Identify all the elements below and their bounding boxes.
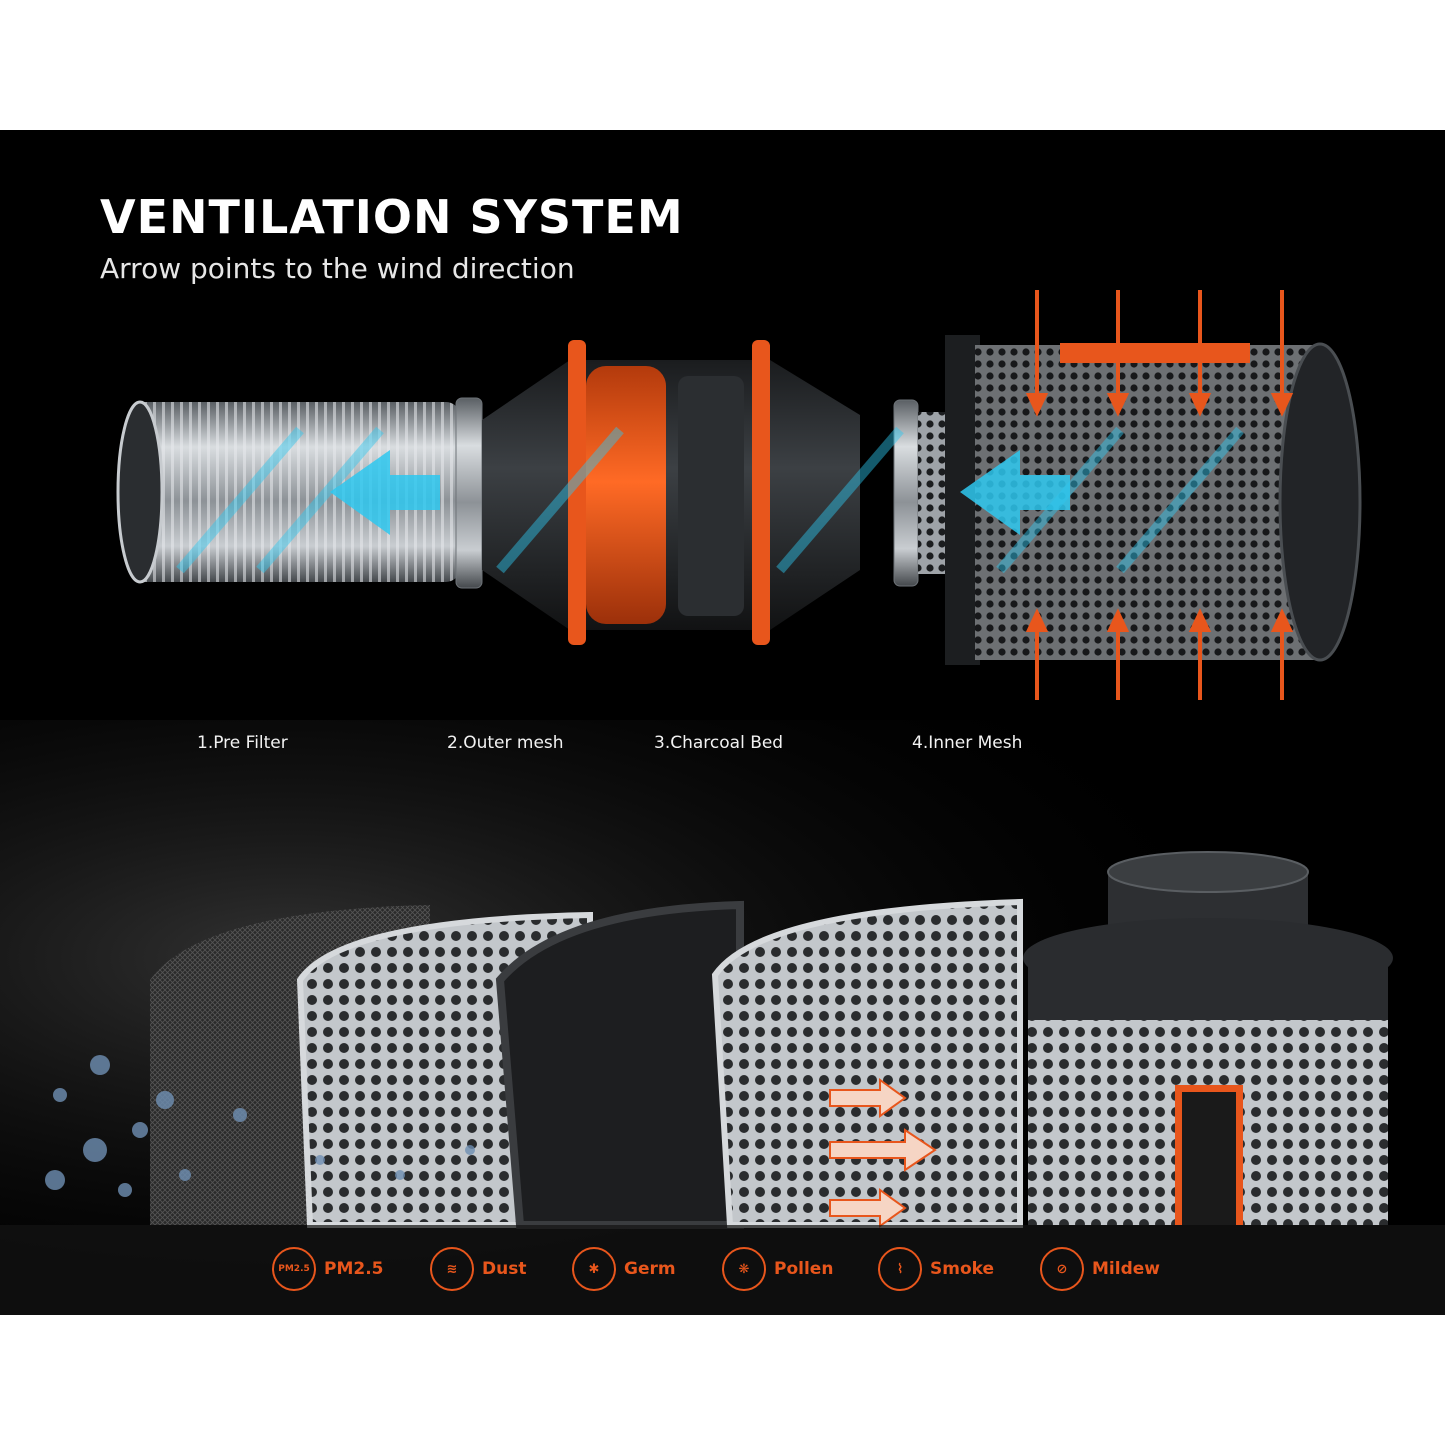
pollen-icon: ❋ bbox=[722, 1247, 766, 1291]
pollutant-germ: ✱ Germ bbox=[572, 1245, 676, 1293]
inline-fan bbox=[482, 340, 860, 645]
layer-label-inner-mesh: 4.Inner Mesh bbox=[912, 733, 1023, 753]
ventilation-system-illustration bbox=[116, 290, 1362, 700]
pollutant-pollen: ❋ Pollen bbox=[722, 1245, 833, 1293]
hose-clamp-right bbox=[893, 399, 919, 587]
flex-duct bbox=[116, 400, 460, 584]
dust-icon: ≋ bbox=[430, 1247, 474, 1291]
pollutant-bar: PM2.5 PM2.5 ≋ Dust ✱ Germ ❋ Pollen ⌇ Smo… bbox=[0, 1225, 1445, 1315]
assembled-filter bbox=[1023, 851, 1393, 1225]
germ-icon: ✱ bbox=[572, 1247, 616, 1291]
ventilation-panel: VENTILATION SYSTEM Arrow points to the w… bbox=[0, 130, 1445, 1315]
smoke-icon: ⌇ bbox=[878, 1247, 922, 1291]
layer-label-pre-filter: 1.Pre Filter bbox=[197, 733, 288, 753]
airflow-streaks bbox=[176, 426, 1244, 574]
page-title: VENTILATION SYSTEM bbox=[100, 190, 684, 244]
pollutant-label: Dust bbox=[482, 1259, 527, 1279]
pollutant-smoke: ⌇ Smoke bbox=[878, 1245, 994, 1293]
mildew-icon: ⊘ bbox=[1040, 1247, 1084, 1291]
charcoal-bed-layer bbox=[495, 900, 744, 1229]
flow-arrows bbox=[829, 1078, 937, 1228]
layer-label-charcoal-bed: 3.Charcoal Bed bbox=[654, 733, 784, 753]
pollutant-label: Pollen bbox=[774, 1259, 834, 1279]
hose-clamp-left bbox=[455, 397, 483, 589]
pollutant-pm25: PM2.5 PM2.5 bbox=[272, 1245, 384, 1293]
intake-arrows bbox=[1025, 290, 1294, 700]
pollutant-label: Germ bbox=[624, 1259, 676, 1279]
filter-layers-illustration bbox=[0, 720, 1445, 1315]
layer-label-outer-mesh: 2.Outer mesh bbox=[447, 733, 564, 753]
pollutant-dust: ≋ Dust bbox=[430, 1245, 526, 1293]
page-subtitle: Arrow points to the wind direction bbox=[100, 252, 575, 285]
particles bbox=[45, 1055, 475, 1197]
pm25-icon: PM2.5 bbox=[272, 1247, 316, 1291]
inner-mesh-layer bbox=[711, 898, 1023, 1228]
pollutant-label: Smoke bbox=[930, 1259, 995, 1279]
pollutant-label: Mildew bbox=[1092, 1259, 1160, 1279]
pollutant-label: PM2.5 bbox=[324, 1259, 384, 1279]
pollutant-mildew: ⊘ Mildew bbox=[1040, 1245, 1160, 1293]
airflow-arrows bbox=[330, 450, 1070, 535]
